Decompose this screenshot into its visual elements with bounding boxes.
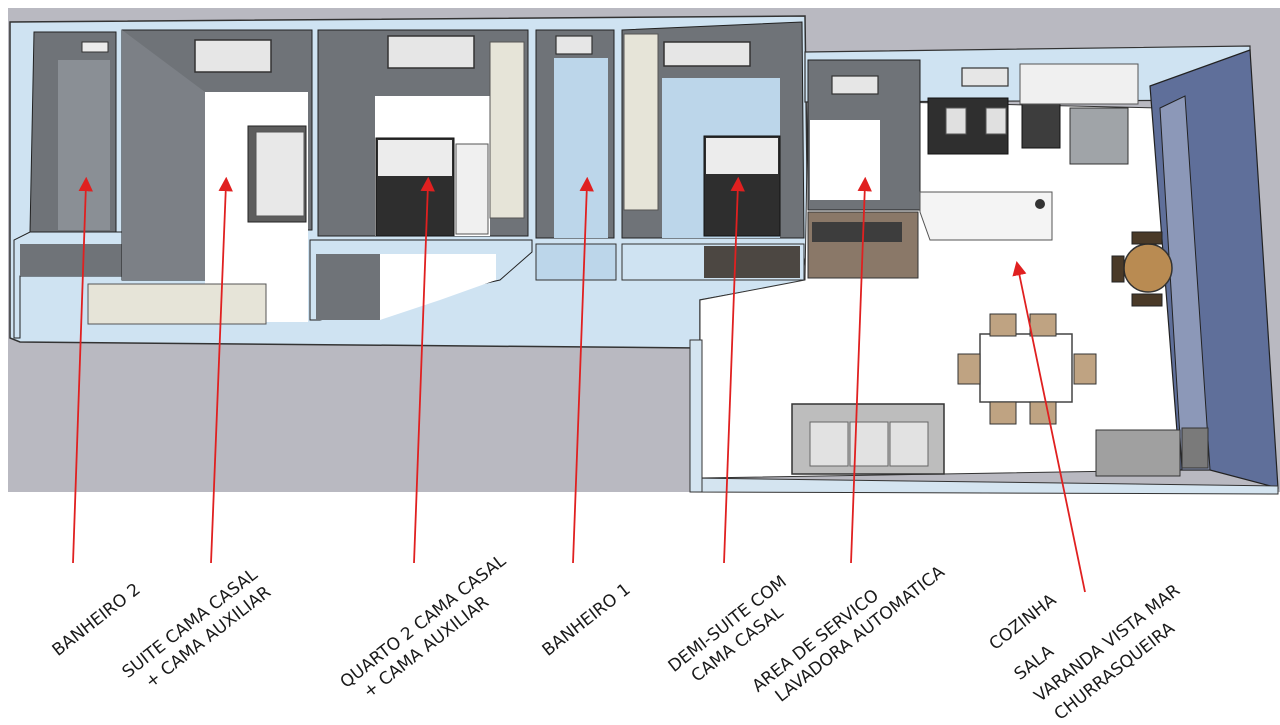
leader-area-servico — [850, 176, 872, 564]
churrasqueira — [1095, 429, 1181, 477]
kitchen-stove — [1021, 103, 1061, 149]
kitchen-skylight — [961, 67, 1009, 87]
demi-suite-pillow — [706, 138, 778, 174]
kitchen-sink-2 — [985, 107, 1007, 135]
sofa-seat-3 — [889, 421, 929, 467]
suite-bed-top — [255, 131, 305, 217]
kitchen-fridge — [1069, 107, 1129, 165]
demi-suite-lower-dark — [704, 246, 800, 278]
dining-chair-5 — [957, 353, 981, 385]
varanda-chair-3 — [1111, 255, 1125, 283]
quarto-2-pillow — [378, 140, 452, 176]
churrasqueira-column — [1181, 427, 1209, 469]
banheiro-1-floor — [554, 58, 608, 238]
kitchen-faucet — [1035, 199, 1045, 209]
quarto-2-wardrobe — [489, 41, 525, 219]
demi-suite-skylight — [663, 41, 751, 67]
area-servico-floor — [810, 120, 880, 200]
dining-chair-3 — [989, 401, 1017, 425]
leader-quarto-2 — [413, 176, 435, 564]
quarto-2-door-area — [380, 254, 496, 320]
banheiro-2-floor — [58, 60, 110, 230]
dining-chair-6 — [1073, 353, 1097, 385]
dining-table — [979, 333, 1073, 403]
kitchen-cabinet — [1019, 63, 1139, 105]
dining-chair-4 — [1029, 401, 1057, 425]
leader-suite — [210, 176, 233, 564]
area-servico-washer-top — [812, 222, 902, 242]
suite-skylight — [194, 39, 272, 73]
leader-banheiro-2 — [72, 176, 93, 564]
area-servico-skylight — [831, 75, 879, 95]
quarto-2-lower-dark — [316, 254, 380, 320]
demi-suite-wardrobe — [623, 33, 659, 211]
varanda-chair-1 — [1131, 231, 1163, 245]
varanda-side-post — [689, 339, 703, 493]
suite-wardrobe — [87, 283, 267, 325]
sofa-seat-1 — [809, 421, 849, 467]
dining-chair-1 — [989, 313, 1017, 337]
varanda-chair-2 — [1131, 293, 1163, 307]
kitchen-island — [919, 191, 1053, 241]
suite-wall-shade — [122, 30, 205, 280]
leader-cozinha-sala — [1012, 260, 1086, 593]
banheiro-2-skylight — [81, 41, 109, 53]
kitchen-sink-1 — [945, 107, 967, 135]
quarto-2-aux-bed — [455, 143, 489, 235]
leader-lines — [72, 176, 1086, 593]
leader-demi-suite — [723, 176, 745, 564]
varanda-wall-inner — [1159, 95, 1211, 471]
banheiro-1-skylight — [555, 35, 593, 55]
leader-banheiro-1 — [572, 176, 594, 564]
quarto-2-skylight — [387, 35, 475, 69]
varanda-round-table — [1123, 243, 1173, 293]
banheiro-1-lower — [535, 243, 617, 281]
dining-chair-2 — [1029, 313, 1057, 337]
